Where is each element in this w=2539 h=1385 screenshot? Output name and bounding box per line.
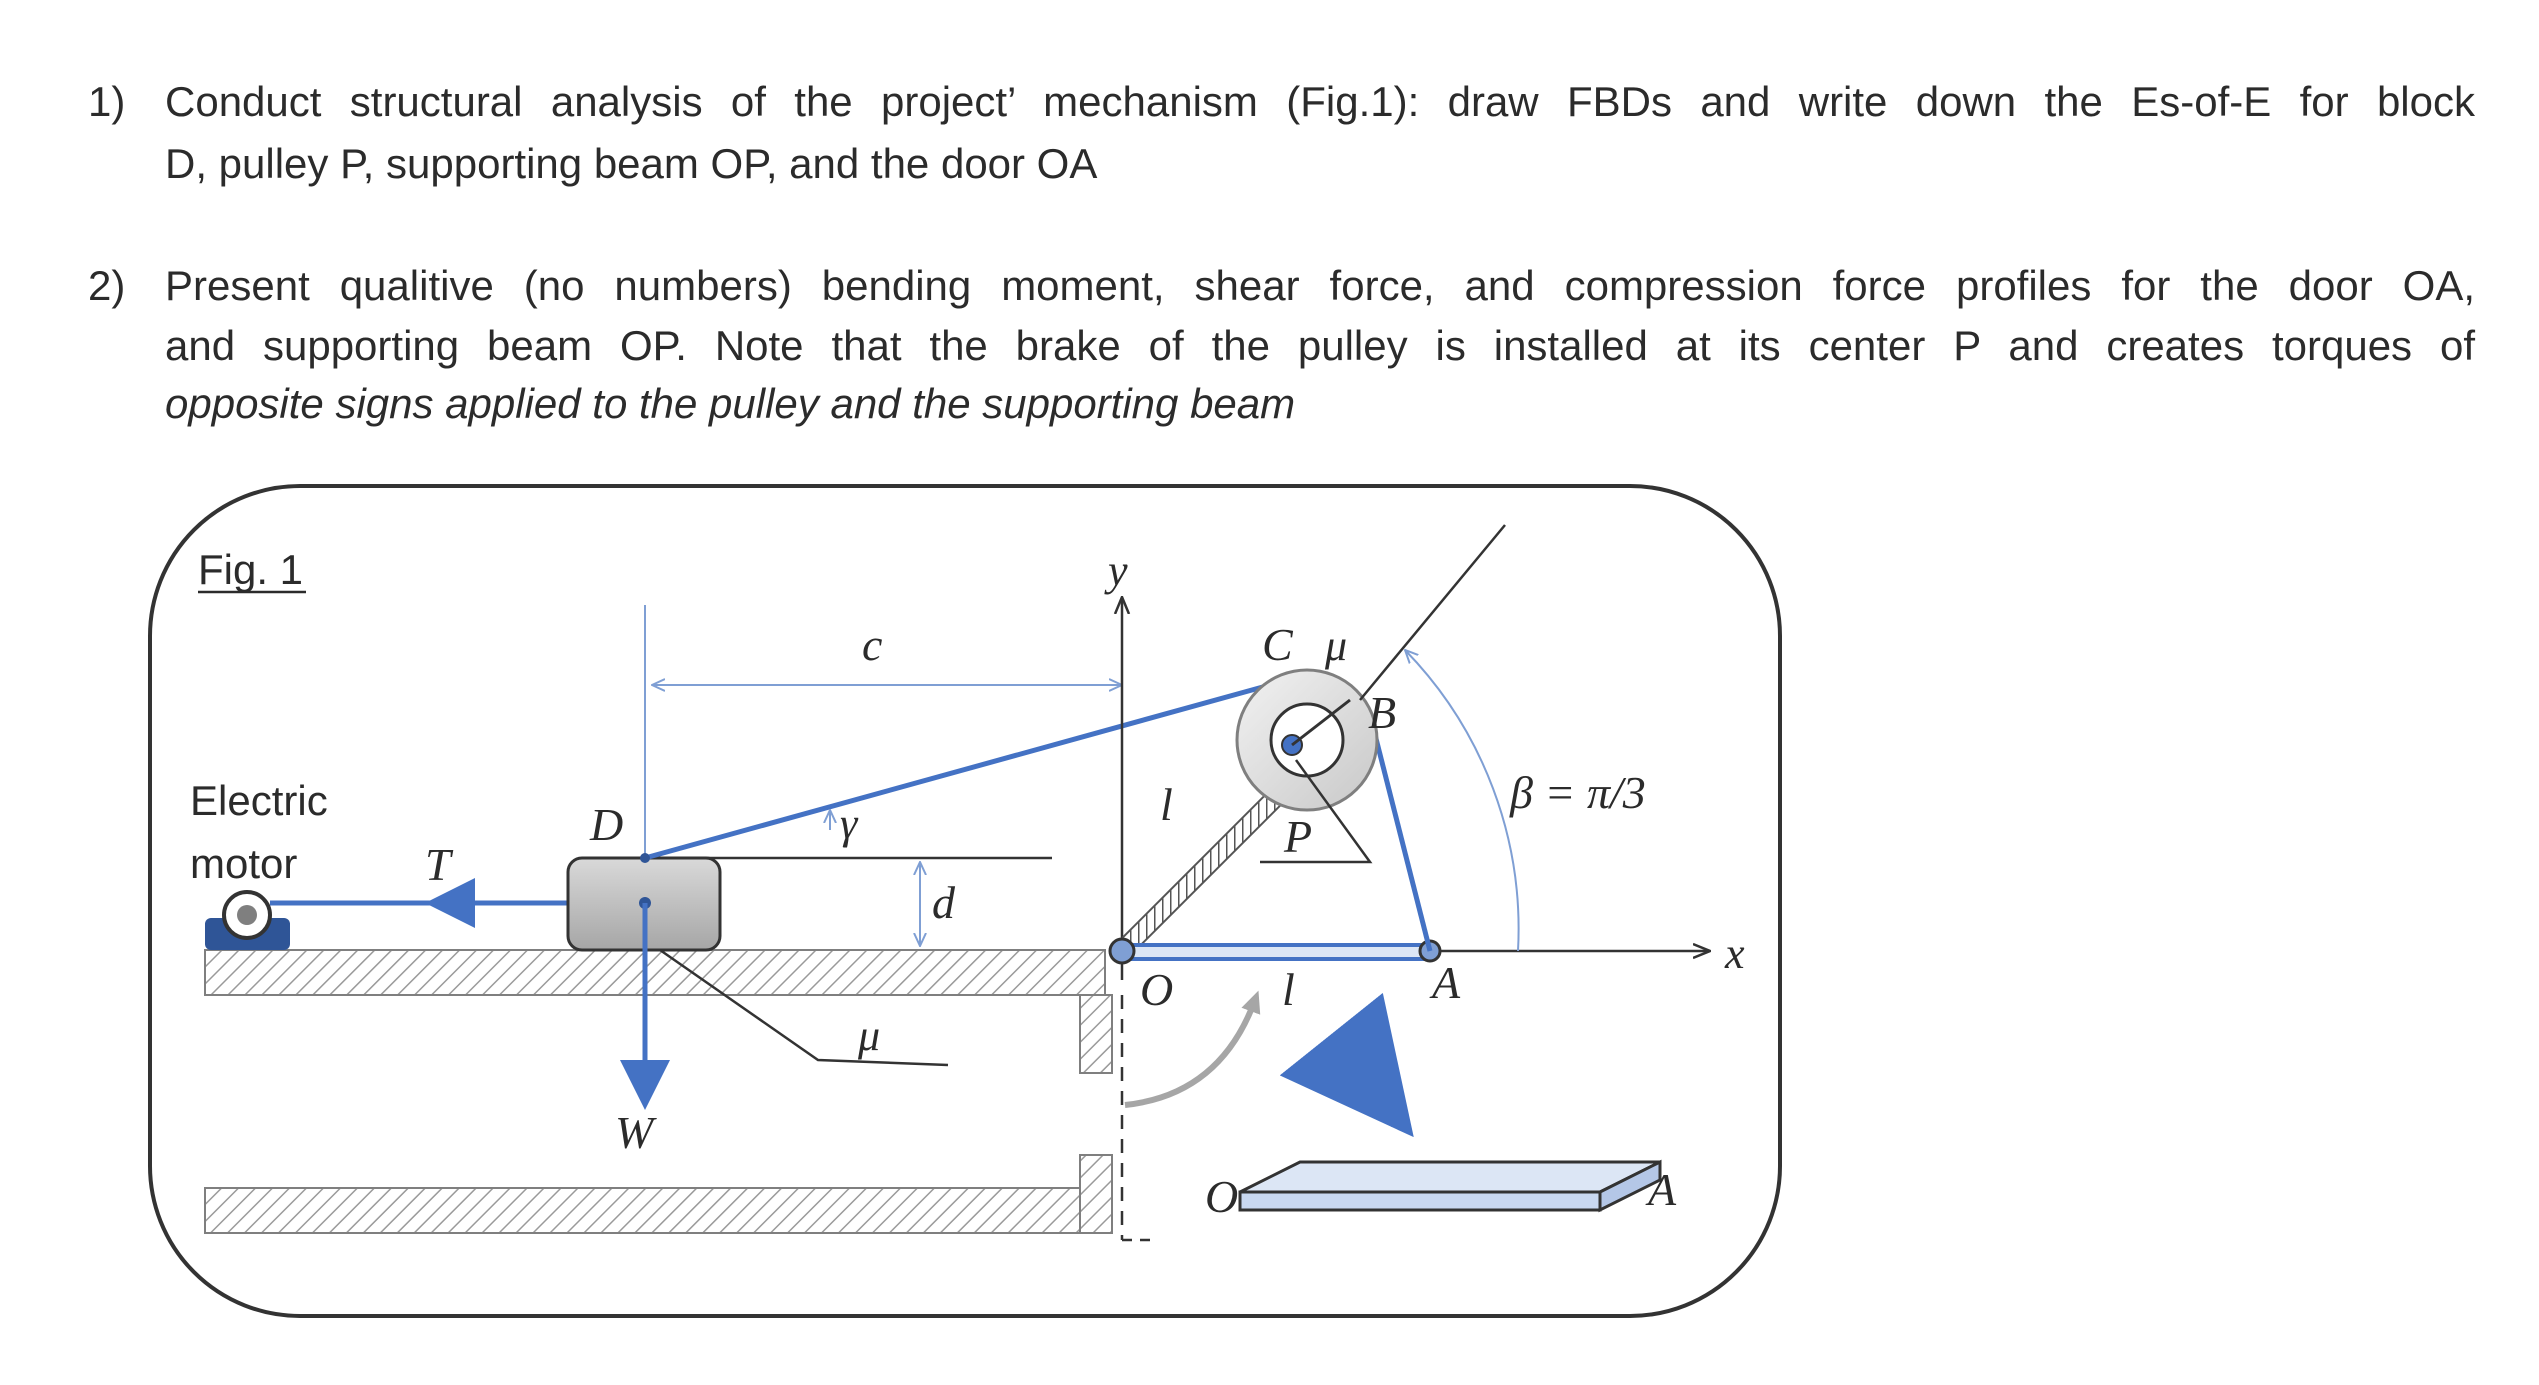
label-D: D [589, 799, 623, 850]
label-P: P [1283, 811, 1312, 862]
lower-floor [204, 1187, 1086, 1234]
label-c: c [862, 619, 882, 670]
label-beta: β = π/3 [1509, 767, 1646, 818]
question-2-line-2: and supporting beam OP. Note that the br… [165, 322, 2475, 369]
label-x: x [1724, 929, 1745, 978]
beta-arc [1405, 650, 1520, 952]
door-OA [1128, 943, 1432, 961]
upper-floor [204, 949, 1106, 996]
door-plate-top [1239, 1160, 1661, 1194]
door-cable [1367, 714, 1433, 952]
door-plate-side [1598, 1159, 1662, 1213]
label-mu-pulley: μ [1324, 621, 1347, 670]
question-1-line-2: D, pulley P, supporting beam OP, and the… [165, 140, 1098, 187]
beta-reference-line [1359, 524, 1506, 701]
label-A: A [1429, 957, 1461, 1008]
label-l-beam: l [1160, 779, 1173, 830]
label-C: C [1262, 619, 1294, 670]
label-gamma: γ [840, 799, 859, 848]
question-1-number: 1) [88, 78, 126, 125]
question-2-line-1: Present qualitive (no numbers) bending m… [165, 262, 2475, 309]
pulley-cable [644, 682, 1271, 861]
label-W: W [615, 1107, 657, 1158]
motor-label-line-2: motor [190, 840, 297, 887]
hinge-O [1108, 937, 1136, 965]
pulley-radius [1291, 698, 1351, 747]
label-O-door: O [1205, 1171, 1238, 1222]
door-pointer-arrow [1279, 992, 1414, 1138]
block-cable-attach [640, 853, 650, 863]
label-O-hinge: O [1140, 964, 1173, 1015]
wall-stub-upper [1079, 994, 1113, 1074]
label-B: B [1368, 687, 1396, 738]
question-2-number: 2) [88, 262, 126, 309]
question-list: 1) Conduct structural analysis of the pr… [0, 0, 2539, 470]
pulley-P-leader [1260, 759, 1373, 864]
figure-frame [148, 484, 1782, 1318]
label-d: d [932, 877, 956, 928]
question-2-line-3: opposite signs applied to the pulley and… [165, 380, 1296, 427]
wall-stub-lower [1079, 1154, 1113, 1234]
motor-label-line-1: Electric [190, 777, 328, 824]
figure-title: Fig. 1 [198, 546, 303, 593]
label-y: y [1104, 546, 1128, 595]
label-l-door: l [1282, 964, 1295, 1015]
label-A-door: A [1645, 1164, 1677, 1215]
motor-axle [237, 905, 257, 925]
door-rotation-arrow [1124, 990, 1261, 1108]
floor-friction-leader [659, 948, 949, 1067]
door-plate-front [1238, 1190, 1602, 1212]
question-1-line-1: Conduct structural analysis of the proje… [165, 78, 2475, 125]
label-mu-floor: μ [857, 1011, 880, 1060]
label-T: T [425, 839, 454, 890]
